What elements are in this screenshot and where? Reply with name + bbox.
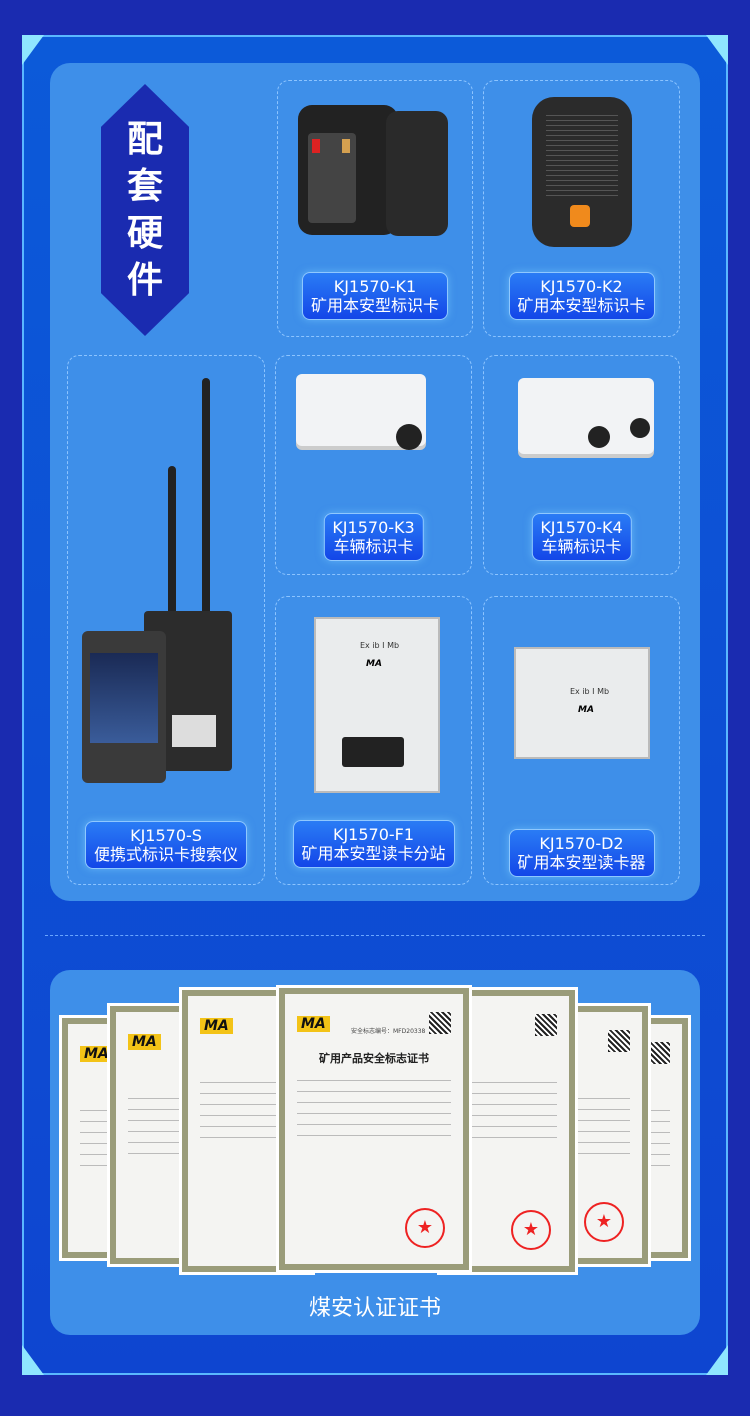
search-device-screen [82, 631, 166, 783]
vehicle-tag-image [296, 374, 426, 450]
title-char: 套 [126, 166, 163, 207]
corner-decoration [706, 1345, 728, 1375]
card-reader-image: Ex ib I Mb MA [514, 647, 650, 759]
divider [45, 935, 705, 936]
title-char: 硬 [126, 213, 163, 254]
title-char: 配 [126, 119, 163, 160]
corner-decoration [706, 35, 728, 65]
antenna [202, 378, 210, 618]
main-certificate: MA 安全标志编号：MFD20338 矿用产品安全标志证书 ★ [279, 988, 469, 1270]
section-title-badge: 配 套 硬 件 [101, 84, 189, 336]
tag-card-back-image [386, 111, 448, 236]
corner-decoration [22, 35, 44, 65]
corner-decoration [22, 1345, 44, 1375]
antenna [168, 466, 176, 616]
title-char: 件 [126, 260, 163, 301]
certificates-caption: 煤安认证证书 [308, 1296, 441, 1321]
tag-card-image [298, 105, 398, 235]
vehicle-tag-image [518, 378, 654, 454]
substation-image: Ex ib I Mb MA [314, 617, 440, 793]
tag-card-image [532, 97, 632, 247]
